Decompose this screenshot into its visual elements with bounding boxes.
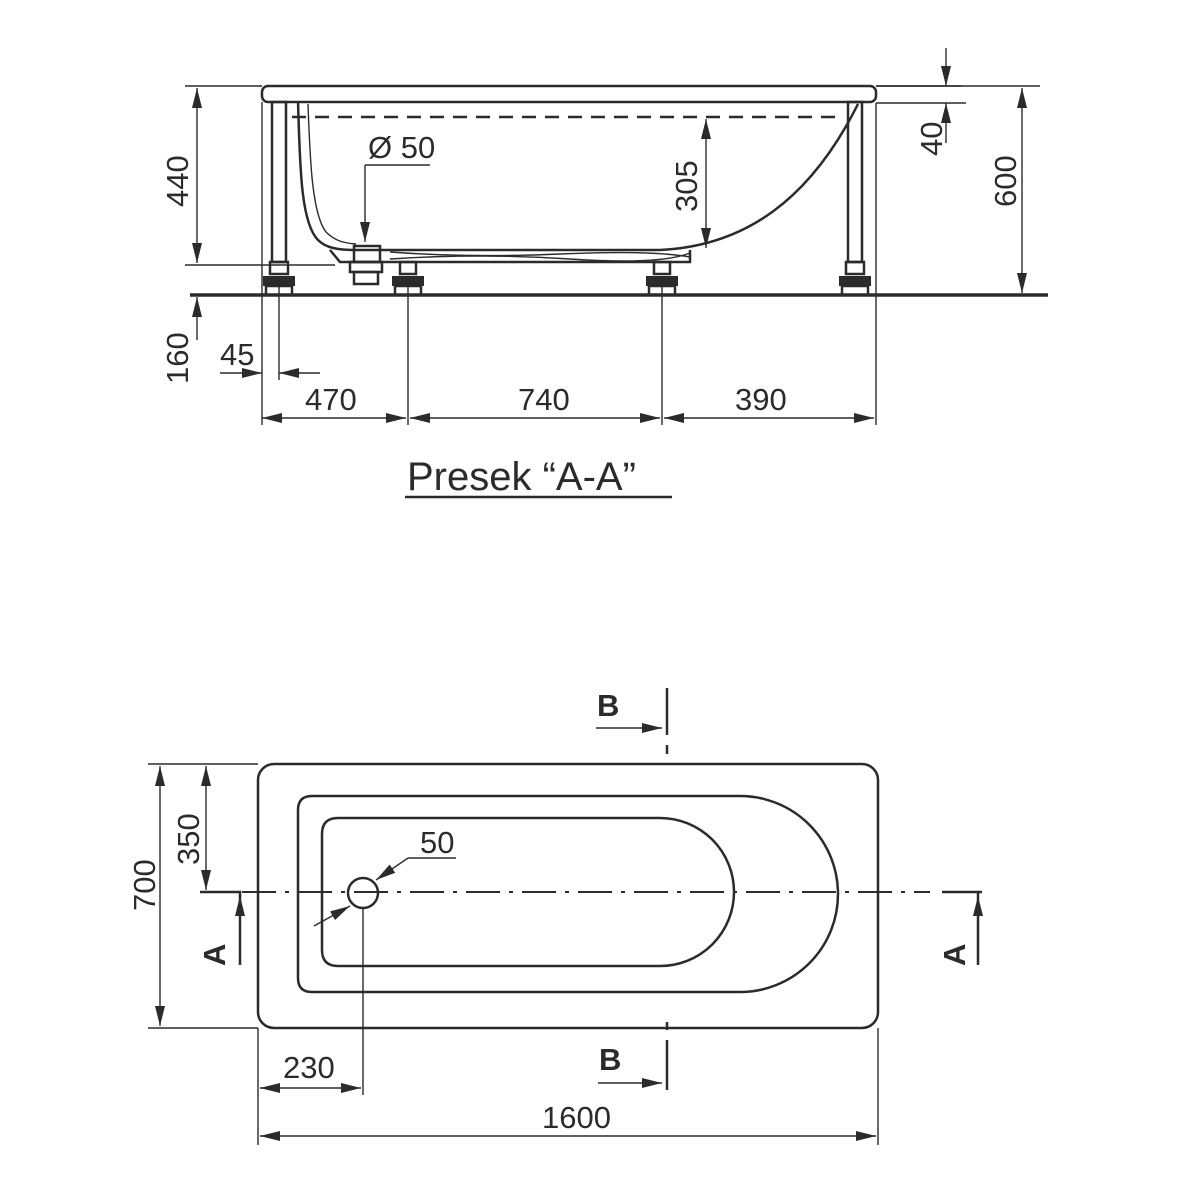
plan-drain-offset-dimension [257, 908, 364, 1145]
leg-height-label: 160 [160, 332, 195, 384]
tub-body [296, 101, 860, 252]
rim-thickness-label: 40 [914, 122, 949, 156]
section-view: Ø 50 305 40 600 440 160 [160, 48, 1048, 499]
section-a-label-right: A [937, 944, 972, 966]
section-title: Presek “A-A” [407, 455, 636, 499]
plan-basin-outline [296, 794, 840, 994]
water-depth-label: 305 [669, 160, 704, 212]
section-b-label-bottom: B [599, 1042, 621, 1077]
leg-spacing-middle-label: 740 [518, 382, 570, 417]
leg-right [839, 100, 871, 297]
plan-drain-size-label: 50 [420, 825, 454, 860]
leg-spacing-right-label: 390 [735, 382, 787, 417]
leg-left [263, 100, 295, 297]
plan-view: 50 A A B B 700 [127, 688, 983, 1145]
drain-fitting [348, 244, 384, 286]
tub-bottom [329, 249, 692, 264]
plan-half-width-label: 350 [171, 813, 206, 865]
drain-diameter-label: Ø 50 [368, 130, 435, 165]
rim-height-dimension [185, 85, 335, 266]
total-height-label: 600 [988, 155, 1023, 207]
plan-outer-rim [256, 762, 880, 1030]
plan-basin-floor [320, 816, 736, 968]
plan-drain-leader [313, 857, 456, 927]
section-a-marker-left [200, 890, 245, 965]
plan-drain-offset-label: 230 [283, 1050, 335, 1085]
leg-offset-dimension [220, 102, 320, 425]
section-b-label-top: B [597, 688, 619, 723]
tub-rim [260, 84, 878, 104]
leg-spacing-left-label: 470 [305, 382, 357, 417]
plan-length-dimension [260, 1028, 879, 1145]
drain-diameter-leader [360, 164, 430, 242]
section-b-marker-top [596, 688, 669, 754]
plan-width-label: 700 [127, 859, 162, 911]
total-height-dimension [876, 85, 1040, 293]
section-a-label-left: A [197, 944, 232, 966]
leg-offset-label: 45 [220, 337, 254, 372]
leg-spacing-dimensions [262, 103, 877, 425]
plan-length-label: 1600 [542, 1100, 611, 1135]
tub-body-inner [307, 103, 357, 245]
plan-width-dimension [148, 763, 258, 1029]
section-a-marker-right [942, 890, 983, 965]
rim-height-label: 440 [160, 155, 195, 207]
section-b-marker-bottom [598, 1022, 669, 1090]
bottom-hatch [389, 251, 691, 262]
